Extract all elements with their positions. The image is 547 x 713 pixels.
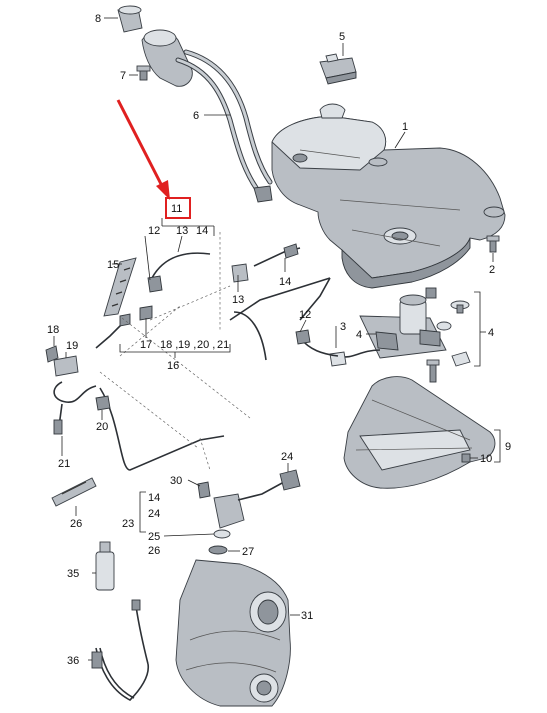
connector-5-part	[319, 53, 357, 85]
callout-27: 27	[242, 546, 254, 558]
filler-neck-part	[141, 29, 273, 203]
callout-19-group: 19 ,	[178, 339, 196, 351]
fuel-tank-part	[271, 103, 506, 289]
callout-20: 20	[96, 421, 108, 433]
callout-16: 16	[167, 360, 179, 372]
clips-part	[45, 345, 111, 435]
highlight-box	[165, 197, 191, 219]
callout-15: 15	[107, 259, 119, 271]
callout-13: 13	[232, 294, 244, 306]
callout-18-group: 18 ,	[160, 339, 178, 351]
callout-6: 6	[193, 110, 199, 122]
callout-7: 7	[120, 70, 126, 82]
callout-30: 30	[170, 475, 182, 487]
callout-20-group: 20 ,	[197, 339, 215, 351]
callout-3: 3	[340, 321, 346, 333]
fuel-lines-part	[95, 243, 339, 471]
callout-12: 12	[148, 225, 160, 237]
tank-shield-part	[343, 376, 496, 489]
bolt-7-part	[136, 65, 151, 81]
exhaust-filter-part	[175, 559, 291, 707]
sensor-part	[197, 469, 301, 555]
callout-10: 10	[480, 453, 492, 465]
sensor-cable-36-part	[91, 599, 150, 701]
callout-1: 1	[402, 121, 408, 133]
callout-26: 26	[148, 545, 160, 557]
callout-9: 9	[505, 441, 511, 453]
callout-13: 13	[176, 225, 188, 237]
callout-11: 11	[171, 203, 182, 215]
clip-26-part	[51, 477, 97, 507]
callout-5: 5	[339, 31, 345, 43]
callout-4: 4	[488, 327, 494, 339]
filler-cap-part	[117, 5, 143, 33]
guide-lines	[99, 232, 251, 471]
callout-labels: 1 2 3 4 4 5 6 7 8 9 10 12 12 13 13 14 14…	[47, 13, 511, 667]
callout-12: 12	[299, 309, 311, 321]
callout-17: 17	[140, 339, 152, 351]
callout-14: 14	[148, 492, 160, 504]
callout-24: 24	[148, 508, 160, 520]
callout-31: 31	[301, 610, 313, 622]
bolt-2-part	[486, 235, 500, 253]
callout-19: 19	[66, 340, 78, 352]
callout-21-group: 21	[217, 339, 229, 351]
callout-8: 8	[95, 13, 101, 25]
bottle-35-part	[95, 541, 115, 591]
callout-21: 21	[58, 458, 70, 470]
callout-18: 18	[47, 324, 59, 336]
callout-24: 24	[281, 451, 293, 463]
callout-36: 36	[67, 655, 79, 667]
callout-35: 35	[67, 568, 79, 580]
callout-26: 26	[70, 518, 82, 530]
leader-lines	[53, 17, 501, 661]
callout-2: 2	[489, 264, 495, 276]
fuel-pump-part	[329, 287, 471, 383]
callout-25: 25	[148, 531, 160, 543]
callout-4: 4	[356, 329, 362, 341]
callout-23: 23	[122, 518, 134, 530]
bracket-15-part	[103, 257, 137, 317]
callout-14: 14	[279, 276, 291, 288]
callout-14: 14	[196, 225, 208, 237]
highlight-arrow	[116, 99, 170, 200]
